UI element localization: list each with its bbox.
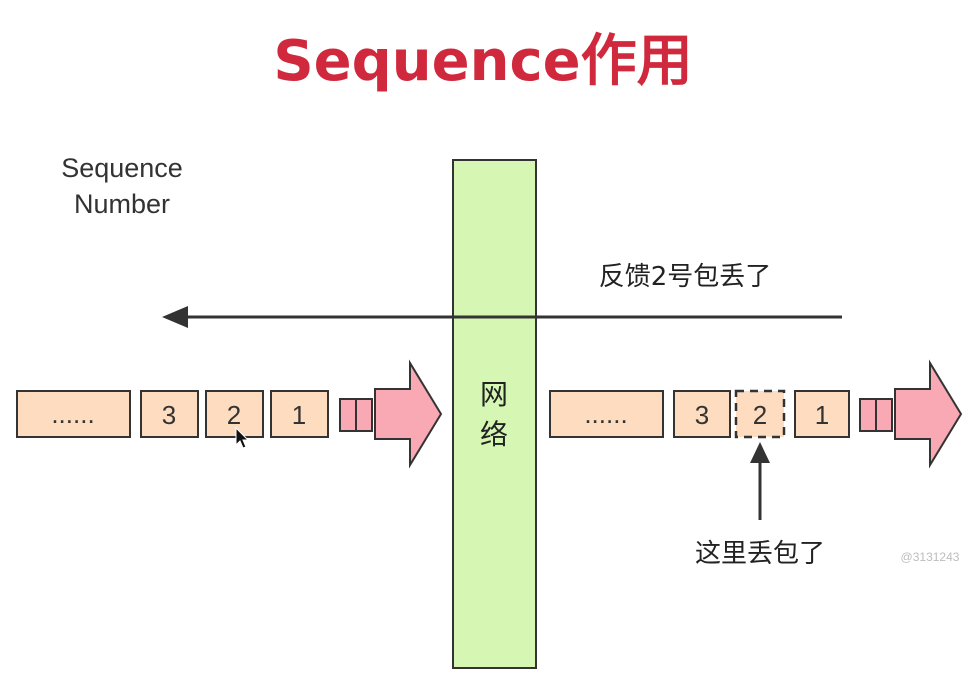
left-packet-1 [270,390,329,438]
network-column [452,159,537,669]
left-arrow-tail-segment-2 [355,398,373,432]
watermark: @3131243 [901,550,960,564]
left-packet-1-text: 1 [292,400,306,430]
right-packet-1-text: 1 [815,400,829,430]
right-packet-2-text: 2 [753,400,767,430]
right-packet-ellipsis-text: ...... [584,399,627,429]
page-title: Sequence作用 [273,29,692,94]
right-packet-3 [673,390,731,438]
left-packet-stream: ...... 3 2 1 [16,359,443,469]
left-packet-3-text: 3 [162,400,176,430]
right-packet-3-text: 3 [695,400,709,430]
network-label-char1: 网 [480,378,508,411]
right-packet-ellipsis [549,390,664,438]
right-packet-stream: ...... 3 2 1 [549,359,963,469]
left-packet-ellipsis-text: ...... [51,399,94,429]
left-packet-2-text: 2 [227,400,241,430]
sequence-number-label-line2: Number [74,189,170,219]
left-packet-3 [140,390,199,438]
sequence-number-label-line1: Sequence [61,153,183,183]
left-packet-ellipsis [16,390,131,438]
right-arrow-tail-segment-2 [875,398,893,432]
network-label-char2: 络 [480,418,508,451]
feedback-label: 反馈2号包丢了 [599,262,772,292]
left-packet-2 [205,390,264,438]
feedback-arrow-head [162,306,188,328]
right-arrow-tail-segment-1 [859,398,877,432]
loss-pointer-head [750,442,770,463]
cursor-icon [235,426,250,449]
left-direction-arrow [374,359,443,469]
left-arrow-tail-segment-1 [339,398,357,432]
right-packet-2-lost [734,389,786,439]
loss-label: 这里丢包了 [695,539,825,569]
right-direction-arrow [894,359,963,469]
right-packet-1 [794,390,850,438]
